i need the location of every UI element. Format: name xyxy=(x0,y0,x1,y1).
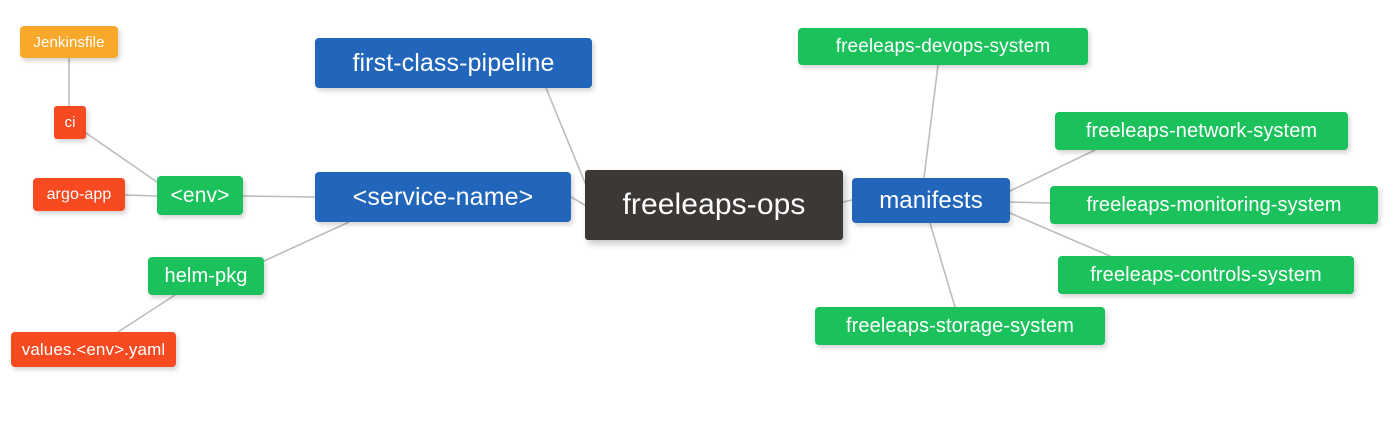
node-jenkinsfile[interactable]: Jenkinsfile xyxy=(20,26,118,58)
node-freeleaps-controls-system[interactable]: freeleaps-controls-system xyxy=(1058,256,1354,294)
node-label: values.<env>.yaml xyxy=(21,340,166,359)
node-service-name[interactable]: <service-name> xyxy=(315,172,571,222)
edge-env-to-ci xyxy=(85,132,158,183)
node-label: freeleaps-network-system xyxy=(1085,120,1318,142)
edge-manifests-to-freeleaps-devops-system xyxy=(923,64,939,179)
node-label: freeleaps-ops xyxy=(622,188,806,221)
edge-freeleaps-ops-to-manifests xyxy=(842,199,853,203)
node-label: manifests xyxy=(879,186,983,214)
node-manifests[interactable]: manifests xyxy=(852,178,1010,223)
edge-helm-pkg-to-values-yaml xyxy=(117,294,176,333)
edge-manifests-to-freeleaps-monitoring-system xyxy=(1009,201,1051,204)
node-label: freeleaps-controls-system xyxy=(1090,264,1322,286)
edge-manifests-to-freeleaps-storage-system xyxy=(929,222,956,308)
node-first-class-pipeline[interactable]: first-class-pipeline xyxy=(315,38,592,88)
edge-service-name-to-env xyxy=(242,195,316,198)
node-freeleaps-devops-system[interactable]: freeleaps-devops-system xyxy=(798,28,1088,65)
node-helm-pkg[interactable]: helm-pkg xyxy=(148,257,264,295)
node-argo-app[interactable]: argo-app xyxy=(33,178,125,211)
node-label: argo-app xyxy=(46,185,112,203)
node-freeleaps-ops[interactable]: freeleaps-ops xyxy=(585,170,843,240)
edge-service-name-to-helm-pkg xyxy=(263,221,350,262)
node-freeleaps-network-system[interactable]: freeleaps-network-system xyxy=(1055,112,1348,150)
node-label: Jenkinsfile xyxy=(33,33,105,51)
node-label: freeleaps-devops-system xyxy=(835,36,1051,57)
node-values-yaml[interactable]: values.<env>.yaml xyxy=(11,332,176,367)
node-ci[interactable]: ci xyxy=(54,106,86,139)
node-freeleaps-monitoring-system[interactable]: freeleaps-monitoring-system xyxy=(1050,186,1378,224)
node-label: first-class-pipeline xyxy=(352,48,555,77)
node-env[interactable]: <env> xyxy=(157,176,243,215)
node-freeleaps-storage-system[interactable]: freeleaps-storage-system xyxy=(815,307,1105,345)
node-label: helm-pkg xyxy=(164,265,248,287)
edge-manifests-to-freeleaps-network-system xyxy=(1009,149,1096,192)
node-label: <service-name> xyxy=(352,182,534,211)
edge-freeleaps-ops-to-service-name xyxy=(570,196,586,206)
node-label: <env> xyxy=(170,184,230,207)
node-label: ci xyxy=(64,114,76,131)
edge-env-to-argo-app xyxy=(124,194,158,197)
node-label: freeleaps-storage-system xyxy=(845,315,1075,337)
node-label: freeleaps-monitoring-system xyxy=(1086,194,1342,216)
